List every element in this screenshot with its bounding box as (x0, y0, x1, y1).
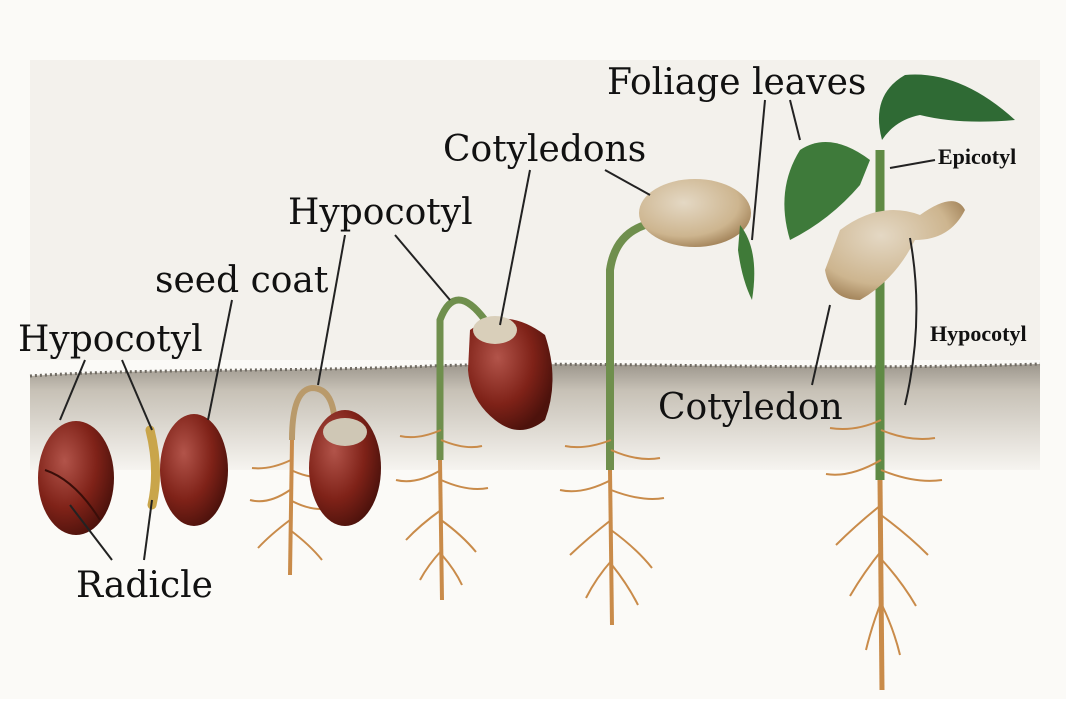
seed-1 (38, 421, 114, 535)
taproot-5 (610, 470, 612, 625)
taproot-6 (880, 480, 882, 690)
seed-3-cap (323, 418, 367, 446)
label-seed-coat: seed coat (155, 263, 328, 299)
seed-4-cap (473, 316, 517, 344)
label-radicle: Radicle (76, 568, 213, 604)
label-cotyledon: Cotyledon (658, 390, 843, 426)
seed-2 (160, 414, 228, 526)
label-cotyledons: Cotyledons (443, 132, 646, 168)
label-hypocotyl-3: Hypocotyl (930, 323, 1027, 345)
label-hypocotyl-2: Hypocotyl (288, 195, 473, 231)
label-hypocotyl-1: Hypocotyl (18, 322, 203, 358)
cotyledons-5 (639, 179, 751, 247)
seed-stage-1 (38, 421, 114, 535)
label-epicotyl: Epicotyl (938, 146, 1016, 168)
label-foliage-leaves: Foliage leaves (607, 65, 866, 101)
